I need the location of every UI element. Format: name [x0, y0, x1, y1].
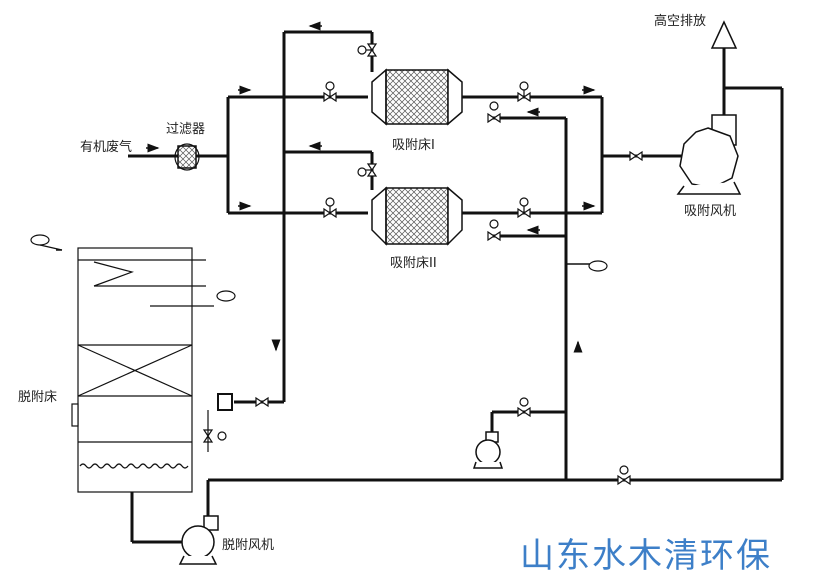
valve-desorb-out-2	[487, 219, 501, 242]
valve-bed1-outlet	[517, 81, 531, 103]
heater-unit	[217, 393, 233, 411]
valves	[202, 43, 643, 486]
spray-nozzles	[30, 234, 608, 302]
valve-fan-inlet	[629, 150, 643, 162]
label-adsorb-fan: 吸附风机	[684, 204, 737, 219]
valve-bed2-inlet	[323, 197, 337, 219]
desorption-tower	[71, 247, 214, 493]
filter-unit	[174, 143, 200, 171]
valve-desorb-in-2	[357, 163, 378, 177]
circulation-pump	[472, 431, 504, 469]
label-exhaust: 高空排放	[654, 14, 707, 29]
flow-arrows	[146, 21, 596, 353]
label-organic-gas: 有机废气	[80, 140, 133, 155]
valve-heater-outlet	[255, 396, 269, 408]
valve-bed1-inlet	[323, 81, 337, 103]
adsorption-bed-1	[371, 68, 463, 126]
adsorption-fan	[676, 114, 742, 195]
valve-desorb-out-1	[487, 101, 501, 124]
exhaust-arrow-icon	[710, 20, 738, 49]
valve-bed2-outlet	[517, 197, 531, 219]
desorption-fan	[178, 515, 219, 565]
valve-pump-line	[517, 397, 531, 418]
label-filter: 过滤器	[166, 122, 206, 137]
adsorption-bed-2	[371, 186, 463, 246]
label-desorb-bed: 脱附床	[18, 390, 58, 405]
brand-watermark: 山东水木清环保	[520, 536, 772, 576]
label-bed-1: 吸附床I	[392, 138, 435, 153]
label-bed-2: 吸附床II	[390, 256, 437, 271]
valve-drain	[202, 410, 227, 452]
valve-desorb-in-1	[357, 43, 378, 57]
valve-bottom-return	[617, 465, 631, 486]
label-desorb-fan: 脱附风机	[222, 538, 275, 553]
